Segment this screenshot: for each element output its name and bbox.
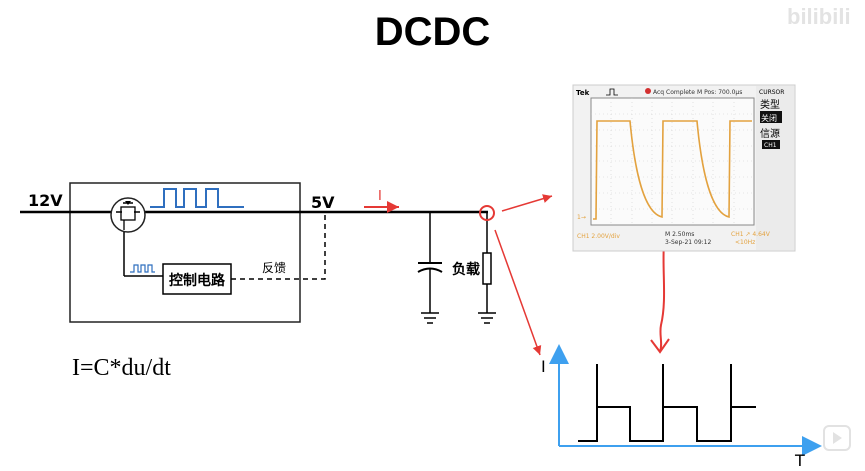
trigger-level: CH1 ↗ 4.64V — [731, 231, 771, 238]
arrow-to-scope — [501, 194, 553, 212]
scope-trace — [593, 120, 752, 220]
scope-mpos: M Pos: 700.0μs — [697, 89, 742, 96]
ch1-marker: 1→ — [577, 214, 586, 221]
scope-menu-source[interactable]: 信源 — [760, 127, 780, 140]
gate-pwm-wave — [130, 264, 155, 273]
mosfet-icon — [110, 197, 146, 233]
graph-ylabel: I — [541, 357, 546, 376]
scope-cursor-menu[interactable]: CURSOR — [759, 89, 784, 96]
graph-xlabel: T — [794, 451, 805, 470]
trigger-freq: <10Hz — [735, 239, 755, 246]
scope-date: 3-Sep-21 09:12 — [665, 239, 711, 246]
feedback-label: 反馈 — [262, 261, 286, 275]
scope-menu-type[interactable]: 类型 — [760, 98, 780, 111]
scope-menu-off[interactable]: 关闭 — [761, 113, 777, 123]
oscilloscope-screen: Tek Acq Complete M Pos: 700.0μs CURSOR 类… — [572, 84, 796, 252]
controller-label: 控制电路 — [169, 272, 226, 289]
controller-box — [162, 263, 232, 295]
scope-to-graph-link — [659, 241, 666, 353]
pwm-waveform — [150, 188, 244, 208]
load-label: 负载 — [452, 261, 480, 278]
time-scale: M 2.50ms — [665, 231, 694, 238]
link-arrowhead — [650, 338, 670, 354]
slide-title: DCDC — [374, 10, 491, 54]
ch1-scale: CH1 2.00V/div — [577, 233, 620, 240]
probe-circle-icon — [479, 205, 495, 221]
current-waveform — [578, 364, 756, 442]
scope-brand: Tek — [576, 89, 590, 97]
input-voltage-label: 12V — [28, 191, 63, 210]
arrow-to-graph — [494, 229, 542, 356]
bilibili-logo: bilibili — [787, 4, 851, 29]
capacitor-current-formula: I=C*du/dt — [72, 355, 171, 381]
scope-menu-ch[interactable]: CH1 — [764, 142, 777, 149]
load-resistor-icon — [478, 212, 496, 324]
converter-box — [69, 182, 301, 323]
acq-status-dot — [645, 88, 651, 94]
output-voltage-label: 5V — [311, 193, 335, 212]
capacitor-icon — [417, 212, 443, 324]
current-graph: I T — [541, 344, 822, 470]
acq-status: Acq Complete — [653, 89, 695, 96]
trigger-icon — [606, 88, 618, 96]
play-icon[interactable] — [823, 425, 851, 451]
current-label: I — [378, 189, 382, 204]
feedback-path — [231, 212, 326, 280]
